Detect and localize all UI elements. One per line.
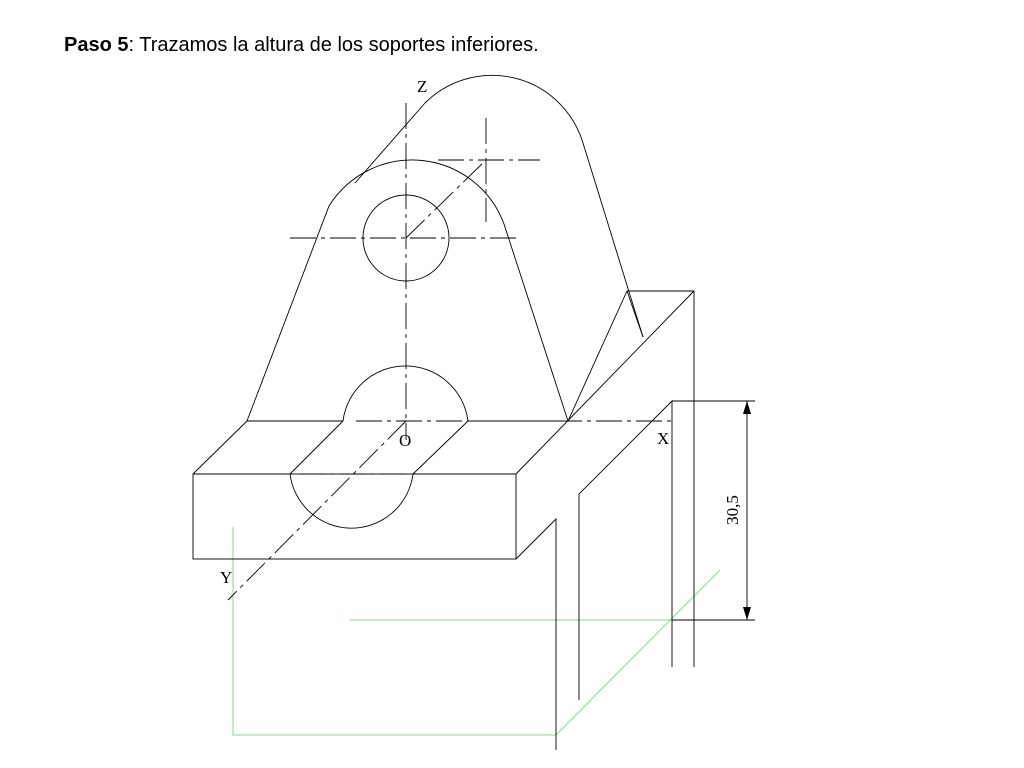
dimension-arrow-bottom [743,607,751,620]
upright-support [246,74,644,422]
dimension-arrow-top [743,401,751,414]
base-top-left-edge [192,420,248,475]
base-top-right-edge [515,290,695,475]
origin-label: O [399,431,411,450]
slide-title: Paso 5: Trazamos la altura de los soport… [64,34,539,57]
upright-hole [362,194,450,282]
construction-lines [232,527,721,736]
hole-depth-centerline [405,159,487,239]
groove-front-semicircle [289,473,414,529]
axis-label-x: X [657,429,669,448]
groove-right-edge [412,420,469,475]
base-top-right-diag-upper [567,290,628,422]
height-dimension: 30,5 [672,400,755,621]
upright-back-edge [626,290,644,338]
upright-front-outline [246,159,569,422]
base-block [192,290,695,750]
step-text: Trazamos la altura de los soportes infer… [134,34,539,56]
axis-lines [227,103,672,601]
y-axis-line [227,420,407,601]
upright-back-outline [354,74,644,338]
base-back-semicircle [342,365,469,422]
construction-diagonal [555,569,721,736]
groove-left-edge [289,420,344,475]
axis-label-y: Y [220,568,232,587]
step-separator: : [128,34,135,56]
base-right-face-lower [515,517,557,750]
axis-label-z: Z [417,77,427,96]
construction-rectangle [232,527,556,736]
base-front-face [192,473,517,560]
dimension-value: 30,5 [723,495,742,525]
step-label: Paso 5 [64,34,129,56]
base-back-right-edge [627,290,695,667]
support-vertical-lines [578,399,673,700]
